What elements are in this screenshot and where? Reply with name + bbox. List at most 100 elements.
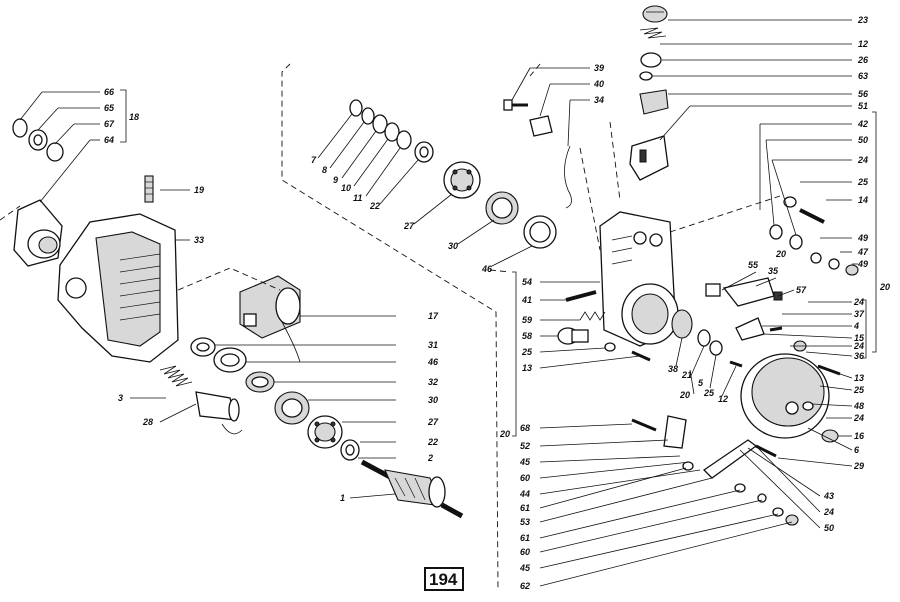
part-spring-59	[579, 311, 606, 321]
callout-45a: 45	[519, 457, 531, 467]
callout-67: 67	[104, 119, 115, 129]
callout-19: 19	[194, 185, 204, 195]
part-cover-6	[740, 353, 830, 439]
part-pin-24a	[769, 224, 783, 240]
part-washer-7	[349, 99, 363, 117]
callout-28: 28	[142, 417, 153, 427]
part-pin-13a	[631, 350, 651, 362]
part-ball-bearing-27a	[307, 415, 343, 449]
callout-30b: 30	[448, 241, 458, 251]
callout-59: 59	[522, 315, 532, 325]
callout-20b: 20	[679, 390, 690, 400]
part-screw-14	[783, 196, 825, 224]
callout-53: 53	[520, 517, 530, 527]
callout-58: 58	[522, 331, 532, 341]
callout-38: 38	[668, 364, 678, 374]
callout-7: 7	[311, 155, 317, 165]
part-screw-13b	[817, 364, 841, 376]
callout-66: 66	[104, 87, 115, 97]
callout-24b: 24	[853, 297, 864, 307]
part-washer-61	[734, 483, 746, 493]
callout-65: 65	[104, 103, 115, 113]
callout-55: 55	[748, 260, 759, 270]
part-nut-49b	[845, 264, 859, 276]
callout-5: 5	[698, 378, 704, 388]
part-screw-39	[503, 99, 528, 111]
part-plate-40	[529, 115, 553, 137]
part-washer-63	[639, 71, 653, 81]
part-spring-12a	[639, 27, 667, 39]
callout-50b: 50	[824, 523, 834, 533]
callout-25a: 25	[857, 177, 869, 187]
callout-62: 62	[520, 581, 530, 591]
part-ring-67	[46, 142, 64, 162]
callout-8: 8	[322, 165, 327, 175]
part-washer-45	[772, 507, 784, 517]
part-screw-37	[769, 326, 783, 332]
callout-47: 47	[857, 247, 869, 257]
part-spring-clip-34	[564, 145, 572, 209]
callout-2: 2	[427, 453, 433, 463]
callout-17: 17	[428, 311, 439, 321]
part-washer-60	[757, 493, 767, 503]
callout-labels: 66 65 67 64 18 19 33 3 28 1 17 31 46 32 …	[104, 15, 890, 591]
part-bearing-cap-64	[13, 199, 63, 267]
callout-34: 34	[594, 95, 604, 105]
part-screw-19	[144, 175, 154, 203]
part-washer-31	[190, 337, 216, 357]
part-washer-22a	[340, 439, 360, 461]
leader-lines	[19, 19, 877, 587]
callout-60a: 60	[520, 473, 530, 483]
callout-61a: 61	[520, 503, 530, 513]
callout-24a: 24	[857, 155, 868, 165]
part-armature-1	[360, 459, 464, 519]
callout-14: 14	[858, 195, 868, 205]
part-nut-62	[785, 514, 799, 526]
callout-3: 3	[118, 393, 123, 403]
callout-48: 48	[853, 401, 864, 411]
callout-50a: 50	[858, 135, 868, 145]
callout-4: 4	[853, 321, 859, 331]
callout-25b: 25	[521, 347, 533, 357]
part-nut-49a	[810, 252, 822, 264]
callout-16: 16	[854, 431, 865, 441]
part-circlip-66	[12, 118, 28, 138]
callout-1: 1	[340, 493, 345, 503]
part-cam-56	[639, 89, 669, 115]
part-bolt-12b	[729, 360, 743, 368]
callout-9: 9	[333, 175, 338, 185]
callout-31: 31	[428, 340, 438, 350]
part-washer-50a	[789, 234, 803, 250]
group-label-20-left: 20	[499, 429, 510, 439]
callout-43: 43	[823, 491, 834, 501]
part-bushing-26	[640, 52, 662, 68]
callout-44: 44	[519, 489, 530, 499]
part-washer-46a	[213, 347, 247, 373]
callout-35: 35	[768, 266, 779, 276]
callout-20a: 20	[775, 249, 786, 259]
part-sleeve-28	[195, 391, 243, 435]
part-contact-51	[629, 135, 669, 181]
part-spring-29	[755, 444, 777, 458]
callout-49a: 49	[857, 233, 868, 243]
callout-45b: 45	[519, 563, 531, 573]
callout-26: 26	[857, 55, 869, 65]
callout-13a: 13	[522, 363, 532, 373]
page-number: 194	[429, 570, 458, 589]
part-bearing-30a	[274, 391, 310, 425]
callout-22a: 22	[427, 437, 438, 447]
part-washer-21	[697, 329, 711, 347]
part-screw-41	[565, 290, 597, 302]
part-link-43	[702, 439, 758, 479]
part-bearing-30b	[485, 191, 519, 225]
part-gear-38	[671, 309, 693, 339]
part-housing-33	[57, 213, 179, 363]
callout-68: 68	[520, 423, 530, 433]
part-spring-3	[159, 365, 193, 387]
callout-46b: 46	[481, 264, 493, 274]
callout-13b: 13	[854, 373, 864, 383]
callout-30a: 30	[428, 395, 438, 405]
callout-12a: 12	[858, 39, 868, 49]
part-ring-32	[245, 371, 275, 393]
part-washer-22b	[414, 141, 434, 163]
